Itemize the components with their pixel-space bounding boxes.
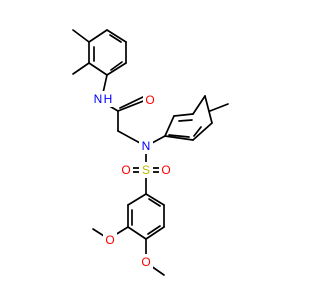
bond-line xyxy=(150,265,165,276)
bond-line xyxy=(178,119,193,122)
atom-label-o-sulfonyl-right: O xyxy=(161,163,170,177)
bond-line xyxy=(106,29,127,43)
bond-line xyxy=(204,95,213,124)
atom-label-nh-hydrogen: H xyxy=(104,92,113,106)
bond-line xyxy=(117,130,141,144)
bond-line xyxy=(173,113,194,117)
bond-line xyxy=(110,61,123,71)
bond-line xyxy=(72,29,90,43)
bond-line xyxy=(119,95,146,109)
bond-line xyxy=(88,29,108,43)
atom-label-background xyxy=(139,138,153,154)
atom-label-background xyxy=(119,162,133,178)
bond-line xyxy=(145,193,165,206)
bond-line xyxy=(88,62,108,76)
bond-line xyxy=(168,134,190,138)
atom-label-background xyxy=(159,162,173,178)
atom-label-background xyxy=(139,254,153,270)
atom-label-background xyxy=(91,91,113,107)
atom-label-o-methoxy-3: O xyxy=(105,233,114,247)
atom-label-o-carbonyl: O xyxy=(145,93,154,107)
bond-line xyxy=(114,226,129,236)
bond-line xyxy=(127,226,147,240)
atom-label-background xyxy=(139,162,153,178)
atom-label-o-methoxy-4: O xyxy=(141,255,150,269)
bond-lines xyxy=(72,29,229,276)
bond-line xyxy=(192,95,206,115)
bond-line xyxy=(72,62,90,75)
bond-line xyxy=(151,135,166,144)
bond-line xyxy=(117,99,147,112)
atom-label-s-sulfonyl: S xyxy=(142,163,150,177)
bond-line xyxy=(193,126,202,137)
atom-label-background xyxy=(143,92,157,108)
bond-line xyxy=(92,228,105,237)
bond-line xyxy=(127,193,147,206)
bond-line xyxy=(164,115,175,137)
bond-line xyxy=(145,226,165,240)
bond-line xyxy=(109,34,122,43)
atom-label-nh: N xyxy=(94,92,103,106)
bond-line xyxy=(102,74,108,94)
atom-label-o-sulfonyl-left: O xyxy=(121,163,130,177)
bond-line xyxy=(147,225,161,235)
bond-line xyxy=(106,62,127,76)
bond-line xyxy=(148,198,161,207)
atom-label-background xyxy=(103,232,117,248)
bond-line xyxy=(164,135,194,141)
bond-line xyxy=(192,122,213,141)
atom-label-n-sulfonamide: N xyxy=(142,139,151,153)
bond-line xyxy=(209,103,229,112)
